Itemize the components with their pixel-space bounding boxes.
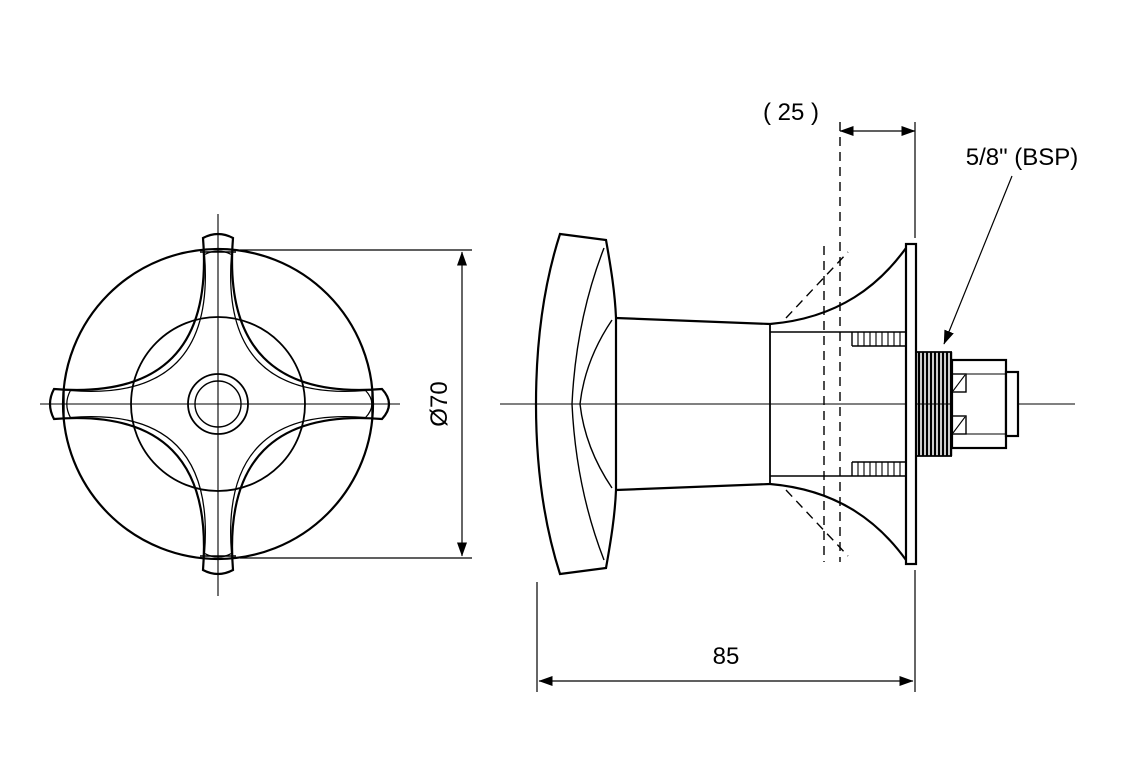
- handle-side-profile: [534, 232, 618, 576]
- thread-spec-label: 5/8" (BSP): [966, 144, 1079, 171]
- locknut-knurling: [857, 332, 901, 476]
- cross-handle-inner-contour: [66, 250, 373, 558]
- dimension-overall-length: 85: [536, 570, 916, 692]
- leader-line: [943, 175, 1013, 345]
- hub-inner-circle: [194, 380, 242, 428]
- flange-rim: [904, 242, 918, 566]
- hub-outer-circle: [187, 373, 249, 435]
- side-view: [500, 122, 1075, 576]
- cone-top-edge: [615, 316, 771, 326]
- cross-handle-outline: [48, 232, 391, 576]
- outlet-slot-details: [951, 373, 967, 435]
- thread-callout: 5/8" (BSP): [943, 144, 1079, 345]
- flange-inner-circle: [130, 316, 306, 492]
- dimension-wall-offset: ( 25 ): [763, 99, 916, 238]
- outlet-end-step: [1004, 370, 1020, 438]
- outlet-body: [950, 358, 1008, 450]
- bell-bottom-curve: [769, 482, 907, 561]
- handle-blade-inner-contour: [579, 319, 613, 489]
- diameter-label: Ø70: [426, 381, 453, 426]
- wall-offset-label: ( 25 ): [763, 99, 819, 126]
- overall-length-label: 85: [713, 643, 740, 670]
- handle-blade-contour: [571, 247, 605, 561]
- hidden-bell-bottom: [785, 489, 849, 557]
- flange-outer-circle: [61, 247, 375, 561]
- dimension-handle-diameter: Ø70: [240, 249, 472, 559]
- front-view: [40, 214, 400, 596]
- cone-bottom-edge: [615, 482, 771, 492]
- hidden-bell-top: [785, 251, 849, 319]
- bell-top-curve: [769, 247, 907, 326]
